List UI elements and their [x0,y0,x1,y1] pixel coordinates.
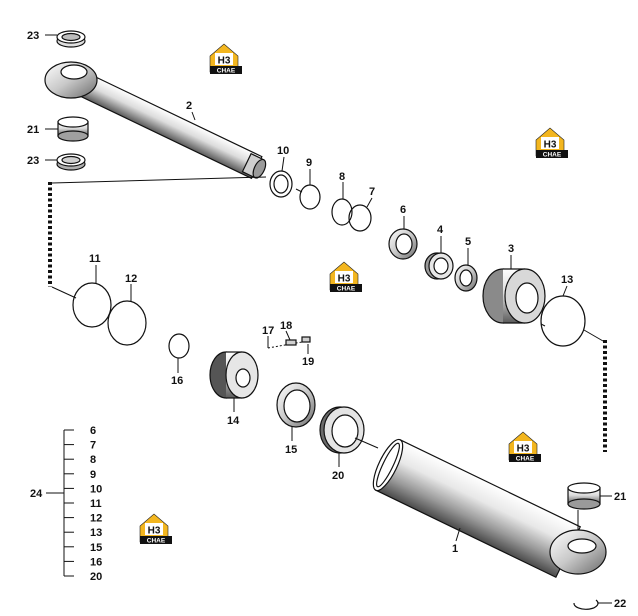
ring-8 [331,198,353,226]
seal-15 [276,382,316,428]
label-10: 10 [277,145,289,157]
label-12: 12 [125,273,137,285]
label-8: 8 [339,171,345,183]
label-13: 13 [561,274,573,286]
legend-item: 11 [90,498,102,510]
label-16: 16 [171,375,183,387]
legend-item: 8 [90,454,96,466]
label-21-left: 21 [27,124,39,136]
label-21-right: 21 [614,491,626,503]
watermark-word: CHAE [516,456,535,463]
label-18: 18 [280,320,292,332]
label-19: 19 [302,356,314,368]
o-ring-13 [540,295,586,347]
legend-item: 13 [90,527,102,539]
assembly-dashed-lines [48,176,607,452]
legend-item: 15 [90,542,102,554]
o-ring-12 [107,300,147,346]
screw-17-18-19 [267,336,311,349]
legend-item: 12 [90,513,102,525]
legend-item: 10 [90,483,102,495]
label-3: 3 [508,243,514,255]
bearing-left [57,116,89,142]
bushing-20 [319,406,365,454]
watermark-mark: H3 [218,56,231,67]
label-9: 9 [306,157,312,169]
label-4: 4 [437,224,444,236]
ring-16 [168,333,190,359]
bushing-4 [424,252,454,280]
bushing-bottom [56,153,86,171]
retaining-ring-22 [573,599,599,610]
watermark-mark: H3 [148,526,161,537]
watermark-word: CHAE [543,152,562,159]
bearing-right [567,482,601,510]
bushing-top [56,30,86,48]
leader-lines [45,34,612,604]
legend-group-label: 24 [30,488,43,500]
seal-6 [388,228,418,260]
watermark-word: CHAE [217,68,236,75]
seal-10 [269,170,293,198]
legend-item: 7 [90,440,96,452]
ring-9 [299,184,321,210]
label-11: 11 [89,253,101,265]
watermark-mark: H3 [338,274,351,285]
label-1: 1 [452,543,458,555]
piston-14 [209,351,259,399]
watermark-word: CHAE [337,286,356,293]
watermark-word: CHAE [147,538,166,545]
label-14: 14 [227,415,240,427]
cylinder-head-3 [482,268,546,324]
label-5: 5 [465,236,471,248]
seal-5 [454,264,478,292]
cylinder-tube [372,438,607,579]
legend-items: 6 7 8 9 10 11 12 13 15 16 20 [64,425,102,583]
label-17: 17 [262,325,274,337]
o-ring-11 [72,282,112,328]
kit-legend: 24 6 7 8 9 10 11 12 13 15 16 20 [30,425,102,583]
label-22: 22 [614,598,626,610]
label-20: 20 [332,470,344,482]
legend-item: 20 [90,571,102,583]
snap-ring-7 [348,204,372,232]
label-2: 2 [186,100,192,112]
watermark-mark: H3 [517,444,530,455]
label-6: 6 [400,204,406,216]
watermark-mark: H3 [544,140,557,151]
label-15: 15 [285,444,297,456]
part-labels: 23 21 23 2 10 9 8 7 6 4 5 3 13 11 12 1 6 … [27,30,626,610]
label-23-bottom: 23 [27,155,39,167]
legend-item: 16 [90,556,102,568]
legend-item: 6 [90,425,96,437]
label-7: 7 [369,186,375,198]
label-23-top: 23 [27,30,39,42]
legend-item: 9 [90,469,96,481]
piston-rod [44,61,267,180]
